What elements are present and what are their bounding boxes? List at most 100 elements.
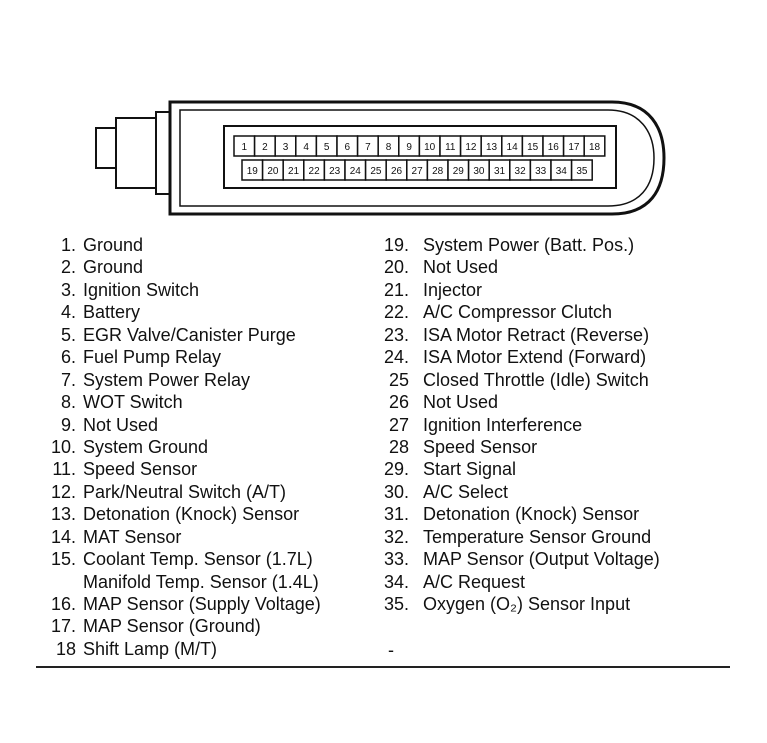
- pin-bottom-label: 35: [576, 166, 588, 177]
- connector-plug-flange: [155, 111, 171, 195]
- legend-item: 17.MAP Sensor (Ground): [0, 615, 767, 637]
- pin-bottom-label: 23: [329, 166, 341, 177]
- pin-bottom-label: 25: [370, 166, 382, 177]
- legend-item-text: Fuel Pump Relay: [83, 347, 222, 368]
- legend-item-text: Not Used: [423, 392, 499, 413]
- legend-item: 27 Ignition Interference: [0, 414, 767, 436]
- legend-item-text: A/C Select: [423, 481, 509, 502]
- pin-top-label: 15: [527, 142, 539, 153]
- legend-item-text: EGR Valve/Canister Purge: [83, 324, 296, 345]
- legend-item-number: 13.: [50, 504, 76, 525]
- legend-item-text: Ignition Switch: [83, 279, 200, 300]
- legend-item: 5.EGR Valve/Canister Purge: [0, 324, 767, 346]
- pin-top-label: 1: [242, 142, 248, 153]
- pin-bottom-cell: [570, 159, 593, 181]
- legend-item-number: 25: [388, 369, 409, 390]
- pin-top-label: 4: [303, 142, 309, 153]
- legend-item-number: 2.: [60, 257, 76, 278]
- pin-top-label: 2: [262, 142, 268, 153]
- legend-item: 22. A/C Compressor Clutch: [0, 301, 767, 323]
- legend-item-number: 34.: [383, 571, 409, 592]
- legend-item-text: MAT Sensor: [83, 526, 182, 547]
- legend-item-text: Oxygen (O₂) Sensor Input: [423, 594, 631, 614]
- legend-item: 16.MAP Sensor (Supply Voltage): [0, 593, 767, 615]
- pin-bottom-label: 20: [267, 166, 279, 177]
- legend-item-number: 8.: [60, 392, 76, 413]
- legend-item: Manifold Temp. Sensor (1.4L): [0, 571, 767, 593]
- legend-item: 1.Ground: [0, 234, 767, 256]
- pin-top-label: 5: [324, 142, 330, 153]
- legend-item-number: 9.: [60, 414, 76, 435]
- legend-item: 29.Start Signal: [0, 458, 767, 480]
- legend-item-number: 22.: [383, 302, 409, 323]
- legend-item-text: Ground: [83, 235, 144, 255]
- legend-item-text: Not Used: [83, 414, 159, 435]
- legend-item-number: 33.: [383, 549, 409, 570]
- legend-item-text: System Ground: [83, 436, 209, 457]
- legend-item-number: 26: [388, 392, 409, 413]
- legend-item-text: System Power (Batt. Pos.): [423, 235, 635, 255]
- legend-item-number: 35.: [383, 594, 409, 614]
- pin-top-label: 3: [283, 142, 289, 153]
- pin-bottom-label: 34: [556, 166, 568, 177]
- legend-item-text: Ignition Interference: [423, 414, 583, 435]
- legend-item-number: 24.: [383, 347, 409, 368]
- legend-item-number: 6.: [60, 347, 76, 368]
- legend-item-number: 27: [388, 414, 409, 435]
- legend-item-number: 23.: [383, 324, 409, 345]
- legend-item-text: ISA Motor Retract (Reverse): [423, 324, 650, 345]
- legend-item-text: Ground: [83, 257, 144, 278]
- legend-item-text: Speed Sensor: [83, 459, 198, 480]
- legend-item: 23. ISA Motor Retract (Reverse): [0, 324, 767, 346]
- pin-top-label: 14: [507, 142, 519, 153]
- pin-bottom-label: 27: [412, 166, 424, 177]
- legend-item-text: Park/Neutral Switch (A/T): [83, 481, 287, 502]
- legend-item: 20.Not Used: [0, 256, 767, 278]
- legend-item: 30. A/C Select: [0, 481, 767, 503]
- legend-item: 3.Ignition Switch: [0, 279, 767, 301]
- legend-item: 32. Temperature Sensor Ground: [0, 526, 767, 548]
- legend-item-text: WOT Switch: [83, 392, 183, 413]
- legend-item-text: Start Signal: [423, 459, 517, 480]
- legend-item-text: A/C Compressor Clutch: [423, 302, 613, 323]
- legend-item-text: Battery: [83, 302, 141, 323]
- legend-item-number: 18: [55, 638, 76, 659]
- pin-top-label: 13: [486, 142, 498, 153]
- legend-item-number: 32.: [383, 526, 409, 547]
- legend-item-number: 20.: [383, 257, 409, 278]
- pin-top-cell: [583, 135, 606, 157]
- legend-item-text: Temperature Sensor Ground: [423, 526, 652, 547]
- legend-item: 10.System Ground: [0, 436, 767, 458]
- pin-bottom-label: 31: [494, 166, 506, 177]
- connector-housing-inner: [179, 109, 655, 207]
- connector-plug-stub: [95, 127, 117, 169]
- legend-item-text: Injector: [423, 279, 483, 300]
- legend-item-number: 12.: [50, 481, 76, 502]
- pin-top-label: 10: [424, 142, 436, 153]
- legend-item-number: 14.: [50, 526, 76, 547]
- connector-plug-neck: [115, 117, 157, 189]
- pin-bottom-label: 19: [247, 166, 259, 177]
- legend-item: 8. WOT Switch: [0, 391, 767, 413]
- legend-item: 33.MAP Sensor (Output Voltage): [0, 548, 767, 570]
- legend-item: 31.Detonation (Knock) Sensor: [0, 503, 767, 525]
- legend-item: 12. Park/Neutral Switch (A/T): [0, 481, 767, 503]
- pin-top-label: 6: [345, 142, 351, 153]
- legend-item: 34.A/C Request: [0, 571, 767, 593]
- pin-bottom-label: 22: [309, 166, 321, 177]
- pin-top-label: 17: [568, 142, 580, 153]
- pin-bottom-label: 32: [515, 166, 527, 177]
- legend-item-number: 11.: [52, 459, 76, 480]
- legend-item: 18 Shift Lamp (M/T): [0, 638, 767, 660]
- legend-item-text: Shift Lamp (M/T): [83, 638, 218, 659]
- legend-item: 13.Detonation (Knock) Sensor: [0, 503, 767, 525]
- legend-item: 19.System Power (Batt. Pos.): [0, 234, 767, 256]
- legend-item-number: 30.: [383, 481, 409, 502]
- legend-item: 11. Speed Sensor: [0, 458, 767, 480]
- legend-item-text: Speed Sensor: [423, 436, 538, 457]
- legend-item-number: 31.: [383, 504, 409, 525]
